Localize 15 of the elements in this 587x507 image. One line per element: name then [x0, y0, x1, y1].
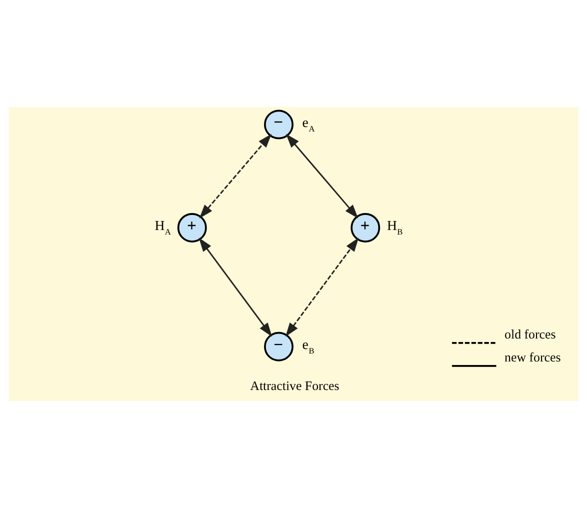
node-circle: −	[264, 331, 294, 361]
legend-label: new forces	[504, 350, 561, 364]
arrow	[198, 237, 272, 336]
arrow	[285, 237, 359, 336]
node-circle: +	[177, 212, 207, 242]
caption: Attractive Forces	[250, 378, 340, 393]
node-label: H$_{A}$	[154, 218, 171, 236]
node-label: H$_{B}$	[387, 218, 403, 236]
arrow	[286, 133, 358, 218]
arrow	[199, 133, 272, 218]
legend-label: old forces	[504, 327, 556, 342]
node-circle: −	[264, 109, 294, 139]
node-label: e$_{A}$	[302, 114, 315, 133]
node-circle: +	[350, 212, 380, 242]
node-label: e$_{B}$	[302, 336, 314, 355]
